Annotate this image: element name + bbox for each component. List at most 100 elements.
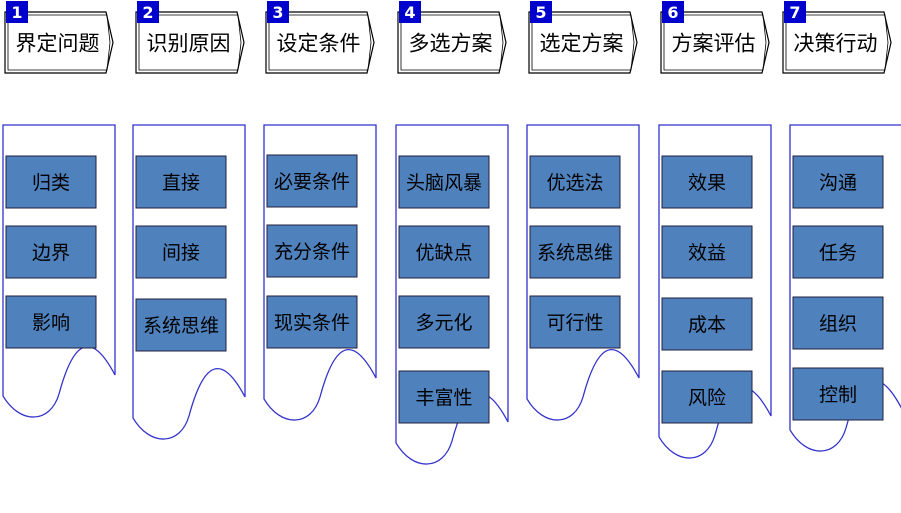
- stage-item-box: [661, 370, 753, 424]
- stage-header-frame: [782, 11, 892, 74]
- stage-item-label: 风险: [688, 387, 726, 409]
- stage-item-box: [266, 224, 358, 278]
- stage-title: 设定条件: [277, 32, 361, 56]
- stage-title: 决策行动: [794, 32, 878, 56]
- stage-item-box: [661, 225, 753, 279]
- stage-columns: 归类边界影响直接间接系统思维必要条件充分条件现实条件头脑风暴优缺点多元化丰富性优…: [2, 124, 901, 465]
- stage-item: 必要条件: [266, 154, 358, 208]
- stage-item: 优缺点: [398, 225, 490, 279]
- stage-item-box: [398, 155, 490, 209]
- stage-item-label: 归类: [32, 172, 70, 194]
- stage-number-badge: [6, 1, 28, 23]
- stage-item: 多元化: [398, 295, 490, 349]
- stage-item-label: 系统思维: [143, 315, 219, 337]
- stage-item-label: 沟通: [819, 172, 857, 194]
- stage-item: 系统思维: [135, 298, 227, 352]
- stage-item: 成本: [661, 297, 753, 351]
- stage-item-label: 效果: [688, 172, 726, 194]
- stage-item-box: [135, 155, 227, 209]
- stage-item-box: [398, 295, 490, 349]
- stage-number: 1: [11, 3, 22, 22]
- stage-item-label: 充分条件: [274, 241, 350, 263]
- stage-item-box: [661, 155, 753, 209]
- stage-number: 4: [404, 3, 415, 22]
- stage-item-label: 多元化: [415, 312, 472, 334]
- stage-header-frame: [4, 11, 114, 74]
- stage-header-inner-frame: [785, 14, 889, 71]
- stage-item-label: 控制: [819, 384, 857, 406]
- stage-item: 归类: [5, 155, 97, 209]
- stage-item: 丰富性: [398, 370, 490, 424]
- stage-number-badge: [399, 1, 421, 23]
- stage-item-box: [266, 295, 358, 349]
- stage-item: 直接: [135, 155, 227, 209]
- stage-header-inner-frame: [7, 14, 111, 71]
- stage-item: 影响: [5, 295, 97, 349]
- stage-item-box: [529, 295, 621, 349]
- stage-item-label: 效益: [688, 242, 726, 264]
- stage-number: 6: [667, 3, 678, 22]
- stage-item: 效益: [661, 225, 753, 279]
- stage-header-inner-frame: [138, 14, 242, 71]
- stage-item-label: 必要条件: [274, 171, 350, 193]
- stage-item-label: 影响: [32, 312, 70, 334]
- stage-item: 风险: [661, 370, 753, 424]
- stage-item-box: [792, 367, 884, 421]
- stage-number-badge: [530, 1, 552, 23]
- stage-item-box: [135, 298, 227, 352]
- stage-number-badge: [137, 1, 159, 23]
- stage-number: 5: [535, 3, 546, 22]
- stage-header-frame: [135, 11, 245, 74]
- stage-item-label: 优选法: [546, 172, 603, 194]
- stage-item-label: 现实条件: [274, 312, 350, 334]
- stage-item-box: [266, 154, 358, 208]
- stage-header-inner-frame: [268, 14, 372, 71]
- stage-title: 选定方案: [540, 32, 624, 56]
- stage-item: 效果: [661, 155, 753, 209]
- stage-item-box: [5, 295, 97, 349]
- stage-item-box: [529, 225, 621, 279]
- stage-item-box: [135, 225, 227, 279]
- stage-item-label: 可行性: [546, 312, 603, 334]
- stage-item-label: 边界: [32, 242, 70, 264]
- stage-item: 任务: [792, 225, 884, 279]
- stage-item-label: 优缺点: [415, 242, 472, 264]
- stage-header-frame: [265, 11, 375, 74]
- stage-header-5: 5 选定方案: [528, 1, 638, 74]
- stage-item: 优选法: [529, 155, 621, 209]
- stage-number: 7: [789, 3, 800, 22]
- stage-item: 充分条件: [266, 224, 358, 278]
- stage-item-label: 成本: [688, 314, 726, 336]
- stage-item: 头脑风暴: [398, 155, 490, 209]
- stage-item-box: [792, 225, 884, 279]
- stage-item-box: [792, 296, 884, 350]
- stage-header-frame: [528, 11, 638, 74]
- stage-item: 系统思维: [529, 225, 621, 279]
- stage-item: 现实条件: [266, 295, 358, 349]
- stage-header-6: 6 方案评估: [660, 1, 770, 74]
- stage-item-label: 组织: [819, 313, 857, 335]
- stage-item-label: 任务: [819, 242, 857, 264]
- stage-title: 方案评估: [672, 32, 756, 56]
- stage-item-box: [529, 155, 621, 209]
- stage-title: 识别原因: [147, 32, 231, 56]
- stage-header-frame: [397, 11, 507, 74]
- stage-item-label: 头脑风暴: [406, 172, 482, 194]
- stage-header-frame: [660, 11, 770, 74]
- stage-header-inner-frame: [400, 14, 504, 71]
- stage-number-badge: [784, 1, 806, 23]
- stage-header-inner-frame: [531, 14, 635, 71]
- stage-item: 控制: [792, 367, 884, 421]
- stage-item-box: [398, 225, 490, 279]
- stage-header-inner-frame: [663, 14, 767, 71]
